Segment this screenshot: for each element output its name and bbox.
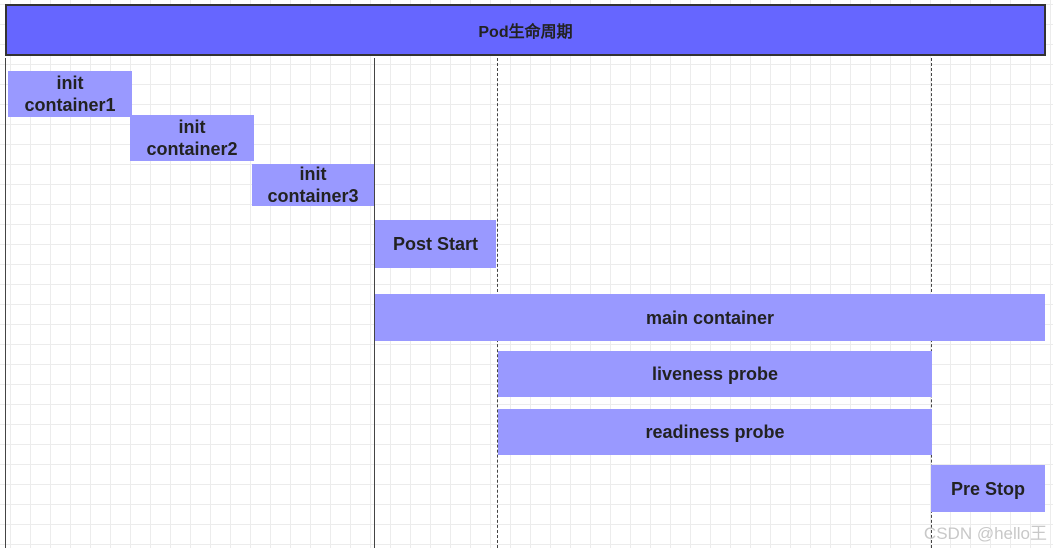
init-end-line (374, 58, 375, 548)
init-container2-box: init container2 (130, 115, 254, 161)
left-boundary-line (5, 58, 6, 548)
main-container-label: main container (645, 307, 775, 328)
post-start-label: Post Start (392, 234, 479, 254)
init-container3-label: init container3 (267, 164, 359, 206)
watermark: CSDN @hello王 (923, 524, 1047, 543)
init-container2-label: init container2 (146, 117, 238, 159)
diagram-title: Pod生命周期 (5, 4, 1046, 56)
init-container1-box: init container1 (8, 71, 132, 117)
liveness-probe-label: liveness probe (651, 364, 779, 384)
init-container1-label: init container1 (24, 73, 116, 115)
readiness-probe-label: readiness probe (645, 422, 785, 442)
readiness-probe-box: readiness probe (498, 409, 932, 455)
init-container3-box: init container3 (252, 164, 374, 206)
pre-stop-box: Pre Stop (931, 465, 1045, 512)
diagram-title-text: Pod生命周期 (478, 24, 573, 41)
post-start-box: Post Start (375, 220, 496, 268)
liveness-probe-box: liveness probe (498, 351, 932, 397)
pre-stop-label: Pre Stop (950, 478, 1025, 499)
main-container-box: main container (375, 294, 1045, 341)
